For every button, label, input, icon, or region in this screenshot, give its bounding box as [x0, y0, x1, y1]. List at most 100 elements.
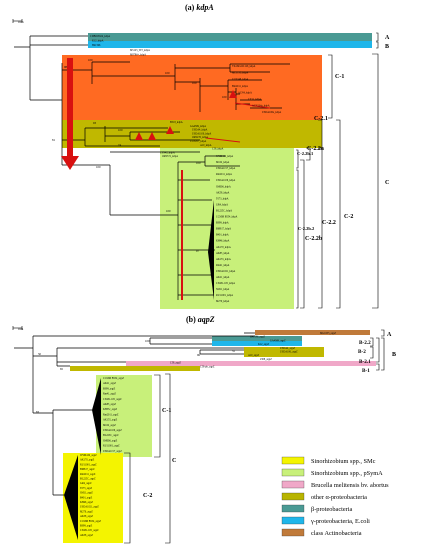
leaf-label: M5125_WT_kdpA — [130, 49, 150, 52]
panel-a-bootstrap-values: 100 100 98 100 100 81 93 100 74 100 100 … — [52, 58, 227, 253]
leaf-label: USDA1021_kdpA — [216, 270, 235, 273]
leaf-label: USDA1106_kdpA — [216, 179, 235, 182]
leaf-label: USDA1157_aqpZ — [103, 450, 122, 453]
tree-b-upper-branches — [149, 332, 255, 355]
clade-b-a-bg — [255, 330, 370, 335]
leaf-label: BL225C_aqpZ — [103, 434, 119, 437]
collapsed-clade-triangle-c1 — [92, 378, 101, 455]
panel-b-yellow-leaves: WSM419_aqpZAK170_aqpZRU11001_aqpZBM817_a… — [80, 454, 101, 537]
leaf-label: AK21_aqpZ — [103, 382, 116, 385]
leaf-label: USDA1021_aqpZ — [80, 506, 99, 509]
clade-label-c22b1: C-2.2b.1 — [297, 151, 314, 156]
leaf-label: RU11001_aqpZ — [80, 463, 97, 466]
leaf-label: WSM419_aqpZ — [80, 454, 97, 457]
leaf-label: B399_kdpA — [216, 222, 229, 225]
leaf-label: AK21_kdpA — [216, 276, 230, 279]
leaf-label: AK83_aqpZ — [103, 403, 116, 406]
bootstrap-value: 74 — [118, 143, 122, 147]
legend-swatch — [281, 480, 305, 489]
big-red-arrow-shaft — [67, 58, 73, 156]
leaf-label: H41596 — [92, 44, 101, 47]
clade-label-b1: B-1 — [362, 368, 370, 374]
leaf-label: B401_aqpZ — [80, 496, 93, 499]
tree-a-backbone — [61, 63, 110, 166]
bootstrap-value: 94 — [66, 490, 70, 494]
leaf-label: ACN4_kdpA — [238, 91, 252, 94]
leaf-label: CDB025624_kdpA — [90, 35, 110, 38]
leaf-label: CXM1-105_aqpZ — [103, 398, 122, 401]
collapsed-clade-triangle-c2 — [64, 455, 78, 540]
leaf-label: BL225C_aqpZ — [80, 478, 96, 481]
panel-b-clade-brackets: A B B-2.2 B-2 B-2.1 B-1 C-1 C-2 C — [124, 329, 396, 544]
leaf-label: H41596_aqpZ — [250, 336, 265, 339]
bootstrap-value: 100 — [222, 95, 227, 99]
leaf-label: MC1135_kdpA — [232, 72, 248, 75]
leaf-label: Rm2011_aqpZ — [103, 413, 119, 416]
red-arrow-2 — [148, 132, 156, 140]
clade-label-c22: C-2.2 — [322, 220, 336, 226]
red-arrow-4 — [229, 90, 237, 98]
leaf-label: T073_aqpZ — [80, 487, 93, 490]
leaf-label: KH35c_aqpZ — [103, 408, 118, 411]
leaf-label: M162_aqpZ — [103, 424, 116, 427]
panel-a-scale-label: 0.05 — [18, 20, 24, 24]
clade-label-c: C — [385, 180, 389, 186]
bootstrap-value: 100 — [166, 209, 171, 213]
panel-a-olive-leaves: B518_kdpAGA4369_kdpAUSDA4_kdpAUSDA1100_k… — [160, 121, 224, 158]
bootstrap-value: 55 — [232, 349, 236, 353]
bootstrap-value: 93 — [93, 121, 97, 125]
leaf-label: AK58_aqpZ — [80, 515, 93, 518]
clade-c1-bg — [62, 55, 322, 120]
red-arrow-3 — [166, 126, 174, 134]
panel-a: (a) kdpA 0.05 — [12, 3, 390, 309]
leaf-label: Bm2011_kdpA — [232, 85, 248, 88]
clade-a-bg — [88, 33, 372, 41]
legend-swatch — [281, 492, 305, 501]
leaf-label: C58_aqpZ — [170, 362, 181, 365]
leaf-label: 2308_aqpZ — [260, 358, 272, 361]
bootstrap-value: 100 — [192, 81, 197, 85]
leaf-label: BM817_aqpZ — [80, 468, 95, 471]
legend-swatch — [281, 528, 305, 537]
leaf-label: ORS276_kdpA — [192, 136, 208, 139]
leaf-label: SM006_kdpA — [216, 185, 231, 188]
leaf-label: M270_aqpZ — [80, 510, 93, 513]
legend-swatch — [281, 504, 305, 513]
panel-a-orange-leaves: YK1Mx201126_kdpAMC1135_kdpACCN146_kdpABm… — [232, 65, 281, 114]
leaf-label: CXM1-105_kdpA — [216, 282, 235, 285]
leaf-label: GR4_kdpA — [216, 203, 228, 206]
bootstrap-value: 65 — [60, 367, 64, 371]
red-bar-c22 — [181, 170, 183, 300]
bootstrap-value: 100 — [88, 58, 93, 62]
panel-a-scale-bar: 0.05 — [12, 19, 24, 24]
legend-swatch — [281, 516, 305, 525]
bootstrap-value: 100 — [118, 128, 123, 132]
bootstrap-value: 100 — [145, 339, 150, 343]
leaf-label: SM11_kdpA — [216, 288, 229, 291]
clade-b-b4-bg — [244, 352, 324, 357]
red-line-1 — [205, 137, 241, 143]
leaf-label: M270_kdpA — [216, 300, 229, 303]
clade-label-c22a: C-2.2a — [307, 146, 324, 152]
clade-label-c1: C-1 — [162, 408, 171, 414]
clade-b-bg — [88, 41, 372, 48]
leaf-label: KH46_aqpZ — [80, 501, 93, 504]
leaf-label: AK58_kdpA — [216, 191, 230, 194]
leaf-label: C58_kdpA — [212, 148, 224, 151]
bootstrap-value: 50 — [38, 352, 42, 356]
red-line-2 — [234, 102, 271, 109]
leaf-label: CCMM B554_kdpA — [216, 216, 238, 219]
clade-label-c2: C-2 — [143, 493, 152, 499]
legend-label: Sinorhizobium spp., pSymA — [311, 470, 383, 477]
tree-a-c22-branches — [109, 151, 240, 300]
clade-label-a: A — [387, 332, 392, 338]
red-arrow-1 — [135, 132, 143, 140]
leaf-label: B401_kdpA — [216, 234, 229, 237]
leaf-label: Rm41_kdpA — [216, 264, 230, 267]
clade-label-c1: C-1 — [335, 74, 344, 80]
panel-b-scale-bar: 0.01 — [12, 326, 24, 331]
clade-label-a: A — [385, 35, 390, 41]
leaf-label: AK170_kdpA — [216, 246, 231, 249]
tree-b-branches — [14, 335, 255, 496]
